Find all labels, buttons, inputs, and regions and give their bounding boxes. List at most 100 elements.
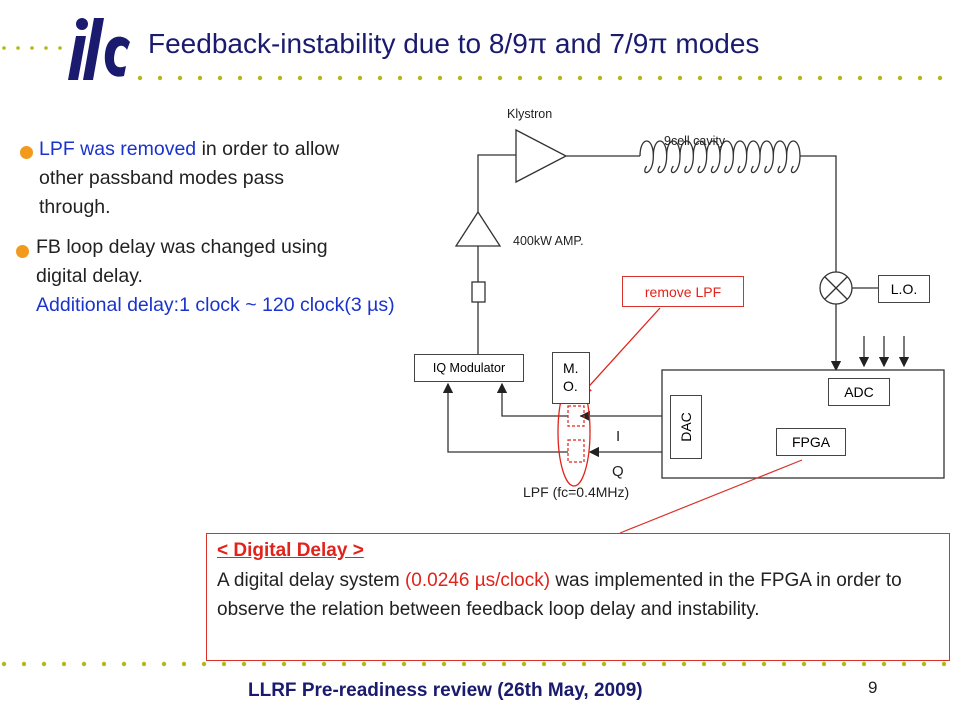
decor-dot <box>381 661 387 667</box>
decor-dot <box>361 661 367 667</box>
adc-box: ADC <box>828 378 890 406</box>
wire-cavity-mixer <box>800 155 837 272</box>
bullet-text-1: LPF was removed in order to allow other … <box>39 135 339 222</box>
decor-dot <box>761 661 767 667</box>
lpf-spec-label: LPF (fc=0.4MHz) <box>523 484 630 500</box>
decor-dot <box>577 75 583 81</box>
decor-dot <box>841 661 847 667</box>
decor-dot <box>657 75 663 81</box>
decor-dot <box>681 661 687 667</box>
decor-dot <box>641 661 647 667</box>
amp-label: 400kW AMP. <box>513 234 584 248</box>
decor-dot <box>121 661 127 667</box>
decor-dot <box>861 661 867 667</box>
decor-dot <box>161 661 167 667</box>
bullet-2-line-1: FB loop delay was changed using <box>36 236 328 258</box>
decor-dot <box>257 75 263 81</box>
decor-dot <box>741 661 747 667</box>
bullet-dot-1 <box>20 146 33 159</box>
decor-dot <box>557 75 563 81</box>
decor-dot <box>537 75 543 81</box>
decor-dot <box>501 661 507 667</box>
decor-dot <box>717 75 723 81</box>
decor-dot <box>821 661 827 667</box>
mo-label: M. O. <box>563 360 579 394</box>
klystron-label: Klystron <box>507 107 553 121</box>
digital-delay-note: < Digital Delay > A digital delay system… <box>206 533 950 661</box>
decor-dot <box>44 46 48 50</box>
wire-i-to-iq <box>496 382 568 417</box>
decor-dot <box>221 661 227 667</box>
decor-dot <box>597 75 603 81</box>
decor-dot <box>757 75 763 81</box>
decor-dot <box>16 46 20 50</box>
decor-dot <box>497 75 503 81</box>
digital-board <box>661 369 945 479</box>
decor-dot <box>261 661 267 667</box>
decor-dot <box>901 661 907 667</box>
wire-amp-klystron <box>477 154 516 212</box>
wire-q-to-iq <box>442 382 568 453</box>
decor-dot <box>101 661 107 667</box>
bullet-text-2: FB loop delay was changed using digital … <box>36 233 395 320</box>
decor-dot <box>521 661 527 667</box>
decor-dot <box>637 75 643 81</box>
fpga-note-connector <box>619 459 803 534</box>
note-body-highlight: (0.0246 µs/clock) <box>404 570 551 591</box>
note-title: < Digital Delay > <box>217 540 364 561</box>
dac-box: DAC <box>670 395 702 459</box>
decor-dot <box>857 75 863 81</box>
decor-dot <box>377 75 383 81</box>
decor-dot <box>877 75 883 81</box>
decor-dot <box>1 661 7 667</box>
decor-dot <box>457 75 463 81</box>
decor-dot <box>617 75 623 81</box>
decor-dot <box>81 661 87 667</box>
decor-dot <box>817 75 823 81</box>
decor-dot <box>30 46 34 50</box>
decor-dot <box>397 75 403 81</box>
decor-dot <box>837 75 843 81</box>
decor-dot <box>477 75 483 81</box>
decor-dot <box>2 46 6 50</box>
decor-dot <box>237 75 243 81</box>
iq-modulator-box: IQ Modulator <box>414 354 524 382</box>
decor-dot <box>881 661 887 667</box>
note-body-post: was implemented in the FPGA in order to … <box>217 570 902 620</box>
decor-dot <box>217 75 223 81</box>
remove-lpf-box: remove LPF <box>622 276 744 307</box>
decor-dot <box>541 661 547 667</box>
cavity-coil <box>639 140 801 174</box>
decor-dot <box>937 75 943 81</box>
decor-dot <box>137 75 143 81</box>
bullet-2-line-2: digital delay. <box>36 265 143 287</box>
bullet-1-lpf: LPF <box>39 138 75 160</box>
note-body-pre: A digital delay system <box>217 570 405 591</box>
bullet-1-rest: in order to allow <box>196 138 340 160</box>
decor-dot <box>281 661 287 667</box>
decor-dot <box>917 75 923 81</box>
decor-dot <box>737 75 743 81</box>
bullet-1-line-2: other passband modes pass <box>39 167 284 189</box>
decor-dot <box>337 75 343 81</box>
decor-dot <box>21 661 27 667</box>
ilc-logo <box>68 18 130 80</box>
decor-dot <box>437 75 443 81</box>
bullet-1-removed: was removed <box>74 138 197 160</box>
decor-dot <box>461 661 467 667</box>
lpf-box-q <box>567 439 585 463</box>
amp-triangle <box>454 210 502 247</box>
decor-dot <box>601 661 607 667</box>
decor-dot <box>421 661 427 667</box>
decor-dot <box>181 661 187 667</box>
page-number: 9 <box>868 678 878 697</box>
note-body: A digital delay system (0.0246 µs/clock)… <box>217 566 937 624</box>
decor-dot <box>677 75 683 81</box>
decor-dot <box>481 661 487 667</box>
decor-dot <box>797 75 803 81</box>
decor-dot <box>621 661 627 667</box>
decor-dot <box>581 661 587 667</box>
mixer-cross-2 <box>824 276 848 300</box>
decor-dot <box>321 661 327 667</box>
